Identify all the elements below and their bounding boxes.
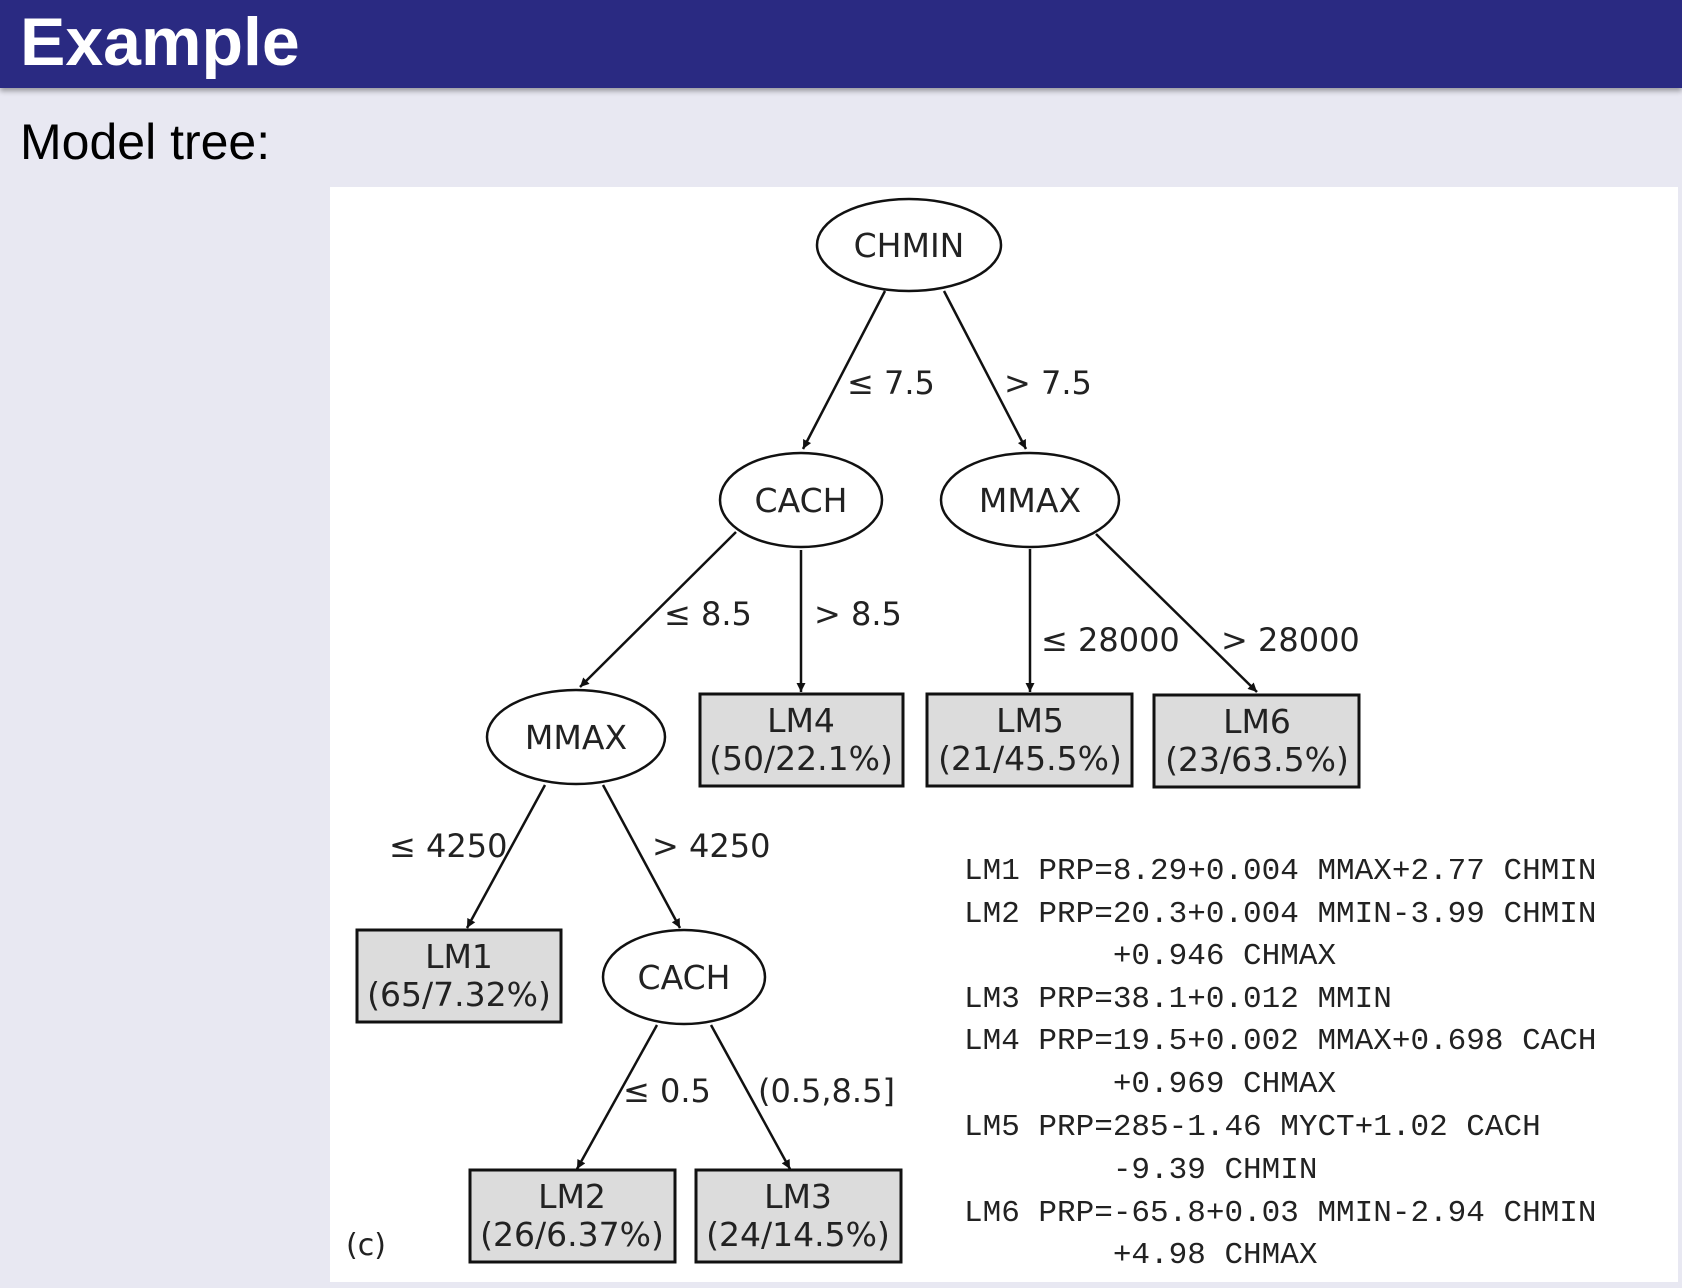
equation-line: LM4 PRP=19.5+0.002 MMAX+0.698 CACH — [964, 1024, 1597, 1059]
equation-line: LM6 PRP=-65.8+0.03 MMIN-2.94 CHMIN — [964, 1196, 1597, 1231]
edge-label: > 28000 — [1221, 621, 1360, 659]
leaf-name: LM2 — [538, 1177, 606, 1216]
split-node-chmin: CHMIN — [815, 197, 1003, 293]
edge-mmax1-lm6 — [1095, 533, 1258, 693]
leaf-stats: (50/22.1%) — [709, 739, 893, 778]
split-node-mmax: MMAX — [485, 688, 667, 786]
edge-cach2-lm2 — [575, 1024, 659, 1170]
leaf-stats: (24/14.5%) — [706, 1215, 890, 1254]
edges — [465, 290, 1258, 1170]
model-tree-svg: ≤ 7.5 > 7.5 ≤ 8.5 > 8.5 ≤ 28000 > 28000 … — [346, 197, 1597, 1273]
split-node-label: MMAX — [979, 481, 1081, 520]
equation-line: LM2 PRP=20.3+0.004 MMIN-3.99 CHMIN — [964, 897, 1597, 932]
edge-label: (0.5,8.5] — [758, 1072, 895, 1110]
split-node-label: CACH — [755, 481, 848, 520]
equation-line: +0.946 CHMAX — [964, 939, 1336, 974]
leaf-name: LM6 — [1223, 702, 1291, 741]
leaf-stats: (65/7.32%) — [367, 975, 551, 1014]
leaf-lm4: LM4 (50/22.1%) — [698, 692, 905, 788]
equation-line: +4.98 CHMAX — [964, 1238, 1318, 1273]
leaf-lm1: LM1 (65/7.32%) — [355, 928, 563, 1024]
leaf-stats: (26/6.37%) — [480, 1215, 664, 1254]
leaf-lm2: LM2 (26/6.37%) — [468, 1168, 677, 1264]
leaf-lm5: LM5 (21/45.5%) — [925, 692, 1134, 788]
panel-tag: (c) — [346, 1228, 386, 1263]
edge-mmax2-lm1 — [465, 784, 547, 929]
equation-list: LM1 PRP=8.29+0.004 MMAX+2.77 CHMIN LM2 P… — [964, 854, 1597, 1273]
split-node-mmax: MMAX — [939, 451, 1121, 549]
split-node-label: CHMIN — [854, 226, 965, 265]
leaf-lm3: LM3 (24/14.5%) — [694, 1168, 903, 1264]
split-node-label: CACH — [638, 958, 731, 997]
split-node-cach: CACH — [718, 451, 884, 549]
edge-label: ≤ 0.5 — [623, 1072, 711, 1110]
edge-label: ≤ 7.5 — [847, 364, 935, 402]
leaf-stats: (21/45.5%) — [938, 739, 1122, 778]
edge-cach1-mmax2 — [579, 531, 737, 688]
edge-label: ≤ 28000 — [1041, 621, 1180, 659]
split-node-cach: CACH — [601, 928, 767, 1026]
slide-title-bar: Example — [0, 0, 1682, 88]
edge-mmax2-cach2 — [601, 784, 682, 929]
equation-line: LM1 PRP=8.29+0.004 MMAX+2.77 CHMIN — [964, 854, 1597, 889]
leaf-name: LM5 — [996, 701, 1064, 740]
equation-line: +0.969 CHMAX — [964, 1067, 1336, 1102]
edge-labels: ≤ 7.5 > 7.5 ≤ 8.5 > 8.5 ≤ 28000 > 28000 … — [389, 364, 1360, 1110]
split-node-label: MMAX — [525, 718, 627, 757]
edge-root-cach1 — [801, 290, 887, 450]
edge-label: > 7.5 — [1004, 364, 1092, 402]
equation-line: LM5 PRP=285-1.46 MYCT+1.02 CACH — [964, 1110, 1541, 1145]
edge-label: > 8.5 — [814, 595, 902, 633]
edge-label: ≤ 4250 — [389, 827, 507, 865]
edge-label: ≤ 8.5 — [664, 595, 752, 633]
edge-label: > 4250 — [652, 827, 770, 865]
leaf-stats: (23/63.5%) — [1165, 740, 1349, 779]
edge-cach2-lm3 — [709, 1024, 792, 1170]
leaf-name: LM4 — [767, 701, 835, 740]
equation-line: -9.39 CHMIN — [964, 1153, 1317, 1188]
edge-root-mmax1 — [942, 290, 1028, 450]
leaf-name: LM3 — [764, 1177, 832, 1216]
model-tree-figure: ≤ 7.5 > 7.5 ≤ 8.5 > 8.5 ≤ 28000 > 28000 … — [330, 187, 1678, 1282]
leaf-lm6: LM6 (23/63.5%) — [1152, 693, 1361, 789]
equation-line: LM3 PRP=38.1+0.012 MMIN — [964, 982, 1392, 1017]
slide-subtitle: Model tree: — [20, 114, 271, 170]
leaf-name: LM1 — [425, 937, 493, 976]
slide-title: Example — [20, 4, 300, 80]
